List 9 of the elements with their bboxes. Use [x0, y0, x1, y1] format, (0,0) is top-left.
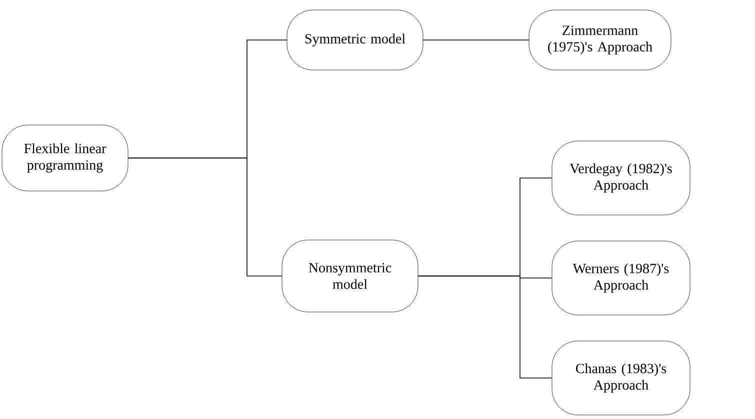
rounded-box: Chanas (1983)'s Approach: [552, 340, 690, 416]
rounded-box: Verdegay (1982)'s Approach: [552, 140, 690, 216]
rounded-box: Werners (1987)'s Approach: [552, 240, 690, 316]
rounded-box: Symmetric model: [286, 10, 424, 70]
connector-line: [128, 158, 282, 276]
rounded-box: Flexible linear programming: [2, 124, 128, 192]
connector-line: [418, 276, 552, 378]
rounded-box: Nonsymmetric model: [282, 240, 418, 312]
rounded-box: Zimmermann (1975)'s Approach: [528, 10, 672, 70]
